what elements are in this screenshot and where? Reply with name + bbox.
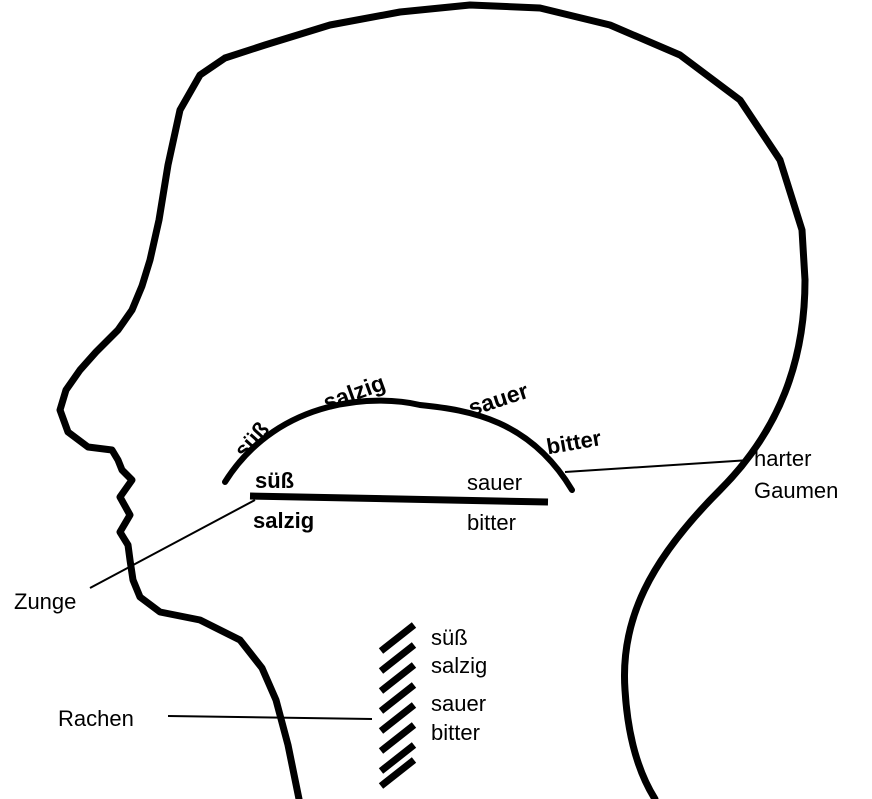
pharynx-label-sauer: sauer <box>431 691 486 716</box>
callout-gaumen: Gaumen <box>754 478 838 503</box>
tongue-label-suess: süß <box>255 468 294 493</box>
zunge-leader <box>90 500 255 588</box>
palate-label-bitter: bitter <box>545 425 604 459</box>
palate-label-sauer: sauer <box>465 377 531 421</box>
tongue-line <box>250 496 548 502</box>
callout-zunge: Zunge <box>14 589 76 614</box>
pharynx-label-bitter: bitter <box>431 720 480 745</box>
tongue-label-sauer: sauer <box>467 470 522 495</box>
tongue-label-bitter: bitter <box>467 510 516 535</box>
rachen-leader <box>168 716 372 719</box>
pharynx-label-salzig: salzig <box>431 653 487 678</box>
pharynx-label-suess: süß <box>431 625 468 650</box>
face-profile-outline <box>60 5 805 799</box>
palate-label-salzig: salzig <box>320 369 389 415</box>
callout-harter: harter <box>754 446 811 471</box>
callout-rachen: Rachen <box>58 706 134 731</box>
pharynx-hatching <box>381 625 414 786</box>
tongue-label-salzig: salzig <box>253 508 314 533</box>
neck-back-outline <box>624 280 805 799</box>
harter-gaumen-leader <box>565 460 750 472</box>
palate-label-suess: süß <box>229 417 274 463</box>
